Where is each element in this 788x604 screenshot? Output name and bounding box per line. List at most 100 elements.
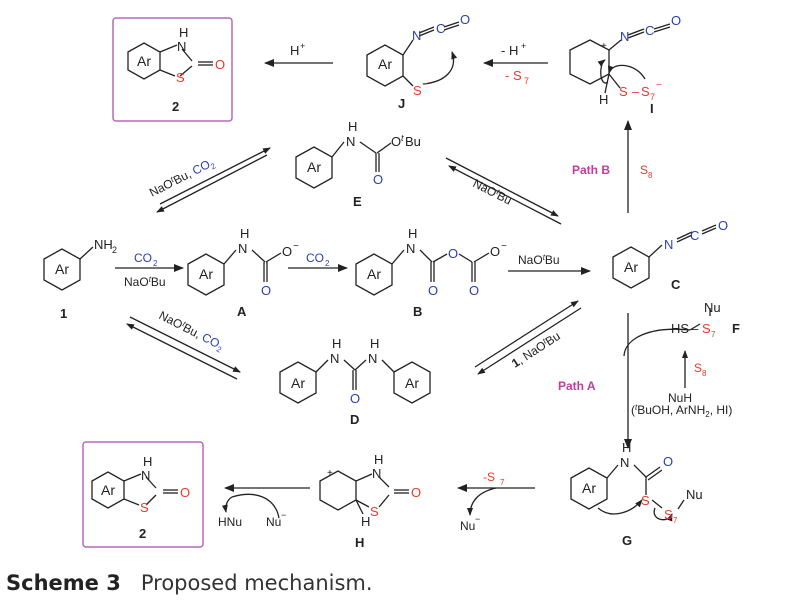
atom-h: H	[240, 226, 249, 241]
reagent-nu-minus: Nu	[266, 515, 281, 529]
equilibrium-1-D-back	[126, 323, 238, 380]
atom-h: H	[332, 336, 341, 351]
equilibrium-E-C-fwd	[445, 157, 559, 217]
svg-text:–: –	[632, 84, 640, 99]
compound-letter: G	[622, 533, 632, 548]
atom-h: H	[599, 92, 608, 107]
atom-n: N	[412, 28, 421, 43]
atom-c: C	[645, 23, 654, 38]
charge-minus: −	[501, 241, 507, 252]
equilibrium-1-E-fwd	[159, 147, 271, 205]
atom-n: N	[372, 466, 381, 481]
atom-o: O	[411, 485, 421, 500]
atom-o: O	[373, 172, 383, 187]
reagent-nu-minus-sup: −	[281, 510, 286, 520]
atom-h: H	[179, 25, 188, 40]
atom-s: S	[641, 493, 650, 508]
product-2-top	[112, 17, 233, 122]
s7-subscript: 7	[650, 92, 655, 102]
atom-h: H	[370, 336, 379, 351]
ring-label: Ar	[367, 266, 381, 282]
reagent-co2-sub: 2	[153, 259, 158, 268]
compound-number: 1	[60, 306, 67, 321]
ring-label: Ar	[307, 159, 321, 175]
equilibrium-1-D-fwd	[129, 316, 241, 373]
atom-n: N	[368, 351, 377, 366]
reagent-hplus-sup: +	[300, 41, 305, 51]
atom-s: S	[370, 504, 379, 519]
compound-letter: I	[650, 101, 654, 116]
atom-s: S	[140, 500, 149, 515]
charge-plus: +	[327, 468, 333, 479]
reagent-nu-minus-sup: −	[475, 514, 480, 524]
compound-letter: D	[350, 412, 359, 427]
s7-subscript: 7	[673, 516, 678, 525]
reagent-naotbu-ec: NaOtBu	[471, 176, 514, 207]
curved-arrow	[422, 51, 458, 85]
caption-label: Scheme 3	[6, 571, 121, 595]
arrow-hnu	[221, 493, 280, 519]
intermediate-E	[295, 141, 392, 189]
tbu-t: t	[401, 133, 404, 143]
reagent-s8: S	[640, 163, 648, 177]
reagent-naotbu: NaOtBu	[518, 253, 560, 267]
s7-label: S	[641, 84, 650, 99]
atom-c: C	[690, 228, 699, 243]
charge-minus: −	[422, 79, 428, 90]
intermediate-D	[279, 359, 431, 404]
charge-plus: +	[601, 41, 607, 52]
benzene-ring	[43, 248, 81, 291]
atom-s: S	[619, 84, 628, 99]
s7-label: S	[702, 321, 711, 336]
atom-o: O	[469, 283, 479, 298]
cyclohexadiene-ring	[319, 470, 357, 511]
s7-label: S	[664, 507, 673, 522]
intermediate-A	[187, 249, 282, 296]
compound-letter: B	[413, 304, 422, 319]
curved-F-join	[623, 328, 691, 357]
path-a-label: Path A	[558, 379, 596, 393]
intermediate-I	[569, 23, 671, 94]
atom-n: N	[620, 29, 629, 44]
compound-letter: J	[398, 96, 405, 111]
equilibrium-E-C-back	[448, 165, 562, 225]
reagent-minus-h: - H	[501, 43, 518, 58]
benzene-ring	[393, 361, 431, 404]
atom-n: N	[346, 134, 355, 149]
atom-ominus: O	[490, 244, 500, 259]
reagent-naotbu: NaOtBu	[124, 275, 166, 289]
benzene-ring	[570, 467, 608, 510]
atom-h: H	[408, 226, 417, 241]
reagent-minus-s7-sub: 7	[500, 478, 505, 487]
atom-o: O	[350, 391, 360, 406]
compound-1	[43, 246, 94, 291]
atom-s: S	[176, 70, 185, 85]
product-2-bottom	[82, 441, 204, 548]
reagent-naotbu-co2: NaOtBu, CO2	[147, 155, 218, 202]
reagent-s8-sub: 8	[648, 171, 653, 180]
svg-text:–: –	[691, 321, 699, 336]
atom-otbu: O	[391, 134, 401, 149]
reagent-minus-h-sup: +	[521, 41, 526, 51]
s7-subscript: 7	[711, 330, 716, 339]
atom-n: N	[141, 468, 150, 483]
atom-ominus: O	[282, 244, 292, 259]
caption-text: Proposed mechanism.	[140, 571, 373, 595]
reagent-minus-s7: -S	[483, 470, 495, 484]
ring-label: Ar	[582, 480, 596, 496]
benzene-ring	[612, 246, 650, 289]
atom-h: H	[143, 454, 152, 469]
reagent-minus-s7-sub: 7	[524, 76, 529, 86]
ring-label: Ar	[405, 375, 419, 391]
reagent-co2-sub: 2	[325, 259, 330, 268]
atom-n: N	[620, 455, 629, 470]
atom-h: H	[348, 119, 357, 134]
reagent-co2: CO	[306, 251, 324, 265]
benzene-ring	[187, 253, 225, 296]
atom-o: O	[460, 12, 470, 27]
atom-o: O	[718, 218, 728, 233]
intermediate-G	[570, 464, 685, 522]
tbu-bu: Bu	[405, 134, 421, 149]
